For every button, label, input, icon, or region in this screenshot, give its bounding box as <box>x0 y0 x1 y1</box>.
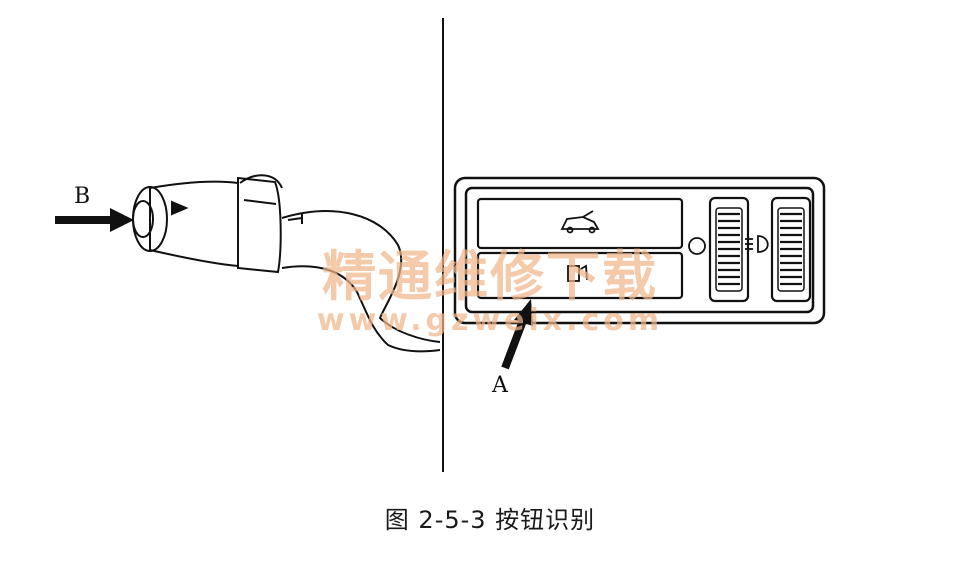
lever-stalk <box>132 174 441 353</box>
headlight-icon <box>745 235 769 253</box>
label-b: B <box>74 184 90 209</box>
indicator-light <box>688 237 706 255</box>
figure-caption: 图 2-5-3 按钮识别 <box>384 506 596 534</box>
switch-panel <box>453 176 826 325</box>
watermark-title: 精通维修下载 <box>322 245 658 308</box>
thumbwheel-right[interactable] <box>770 196 812 303</box>
fuel-door-icon <box>567 264 588 282</box>
watermark-url: www.gzweix.com <box>317 303 663 338</box>
label-a: A <box>491 373 509 398</box>
button-identification-diagram: B <box>55 18 826 472</box>
arrow-a <box>501 299 533 370</box>
thumbwheel-left[interactable] <box>708 196 750 303</box>
fuel-door-button[interactable] <box>476 251 684 300</box>
trunk-open-button[interactable] <box>476 197 684 250</box>
arrow-b <box>55 208 134 232</box>
trunk-icon <box>560 210 600 234</box>
